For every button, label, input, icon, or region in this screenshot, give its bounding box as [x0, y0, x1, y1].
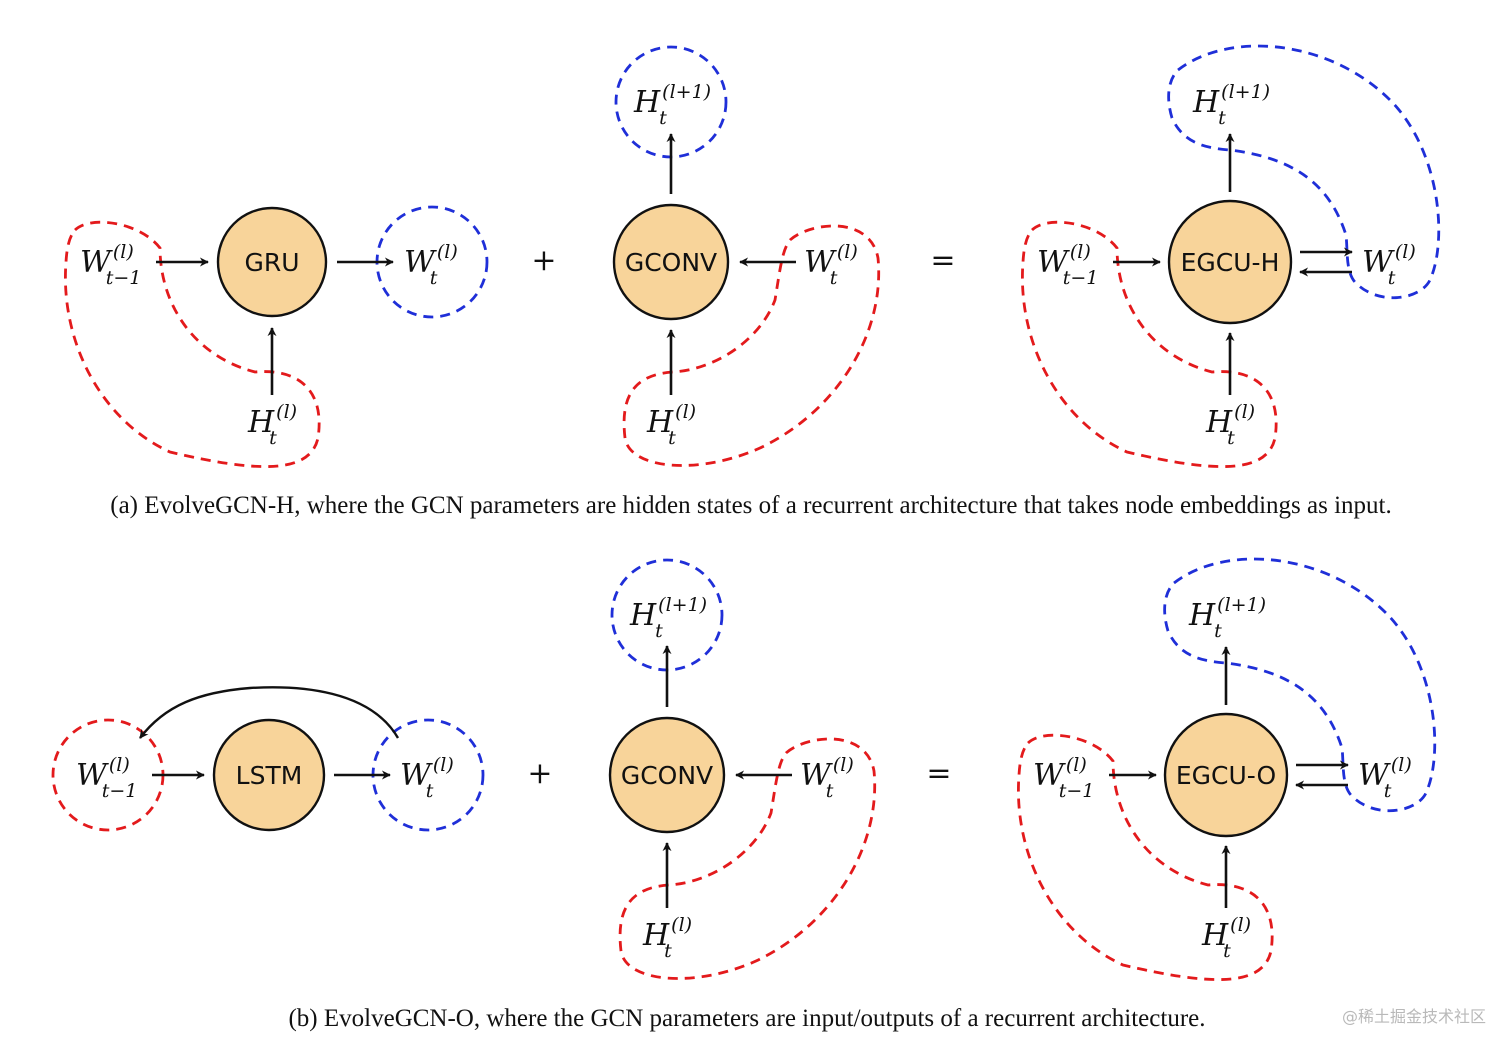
h-next-a2: H(l+1)t — [633, 81, 711, 129]
w-out-a1: W(l)t — [404, 241, 458, 289]
gconv-node-b-label: GCONV — [621, 761, 713, 790]
caption-a: (a) EvolveGCN-H, where the GCN parameter… — [110, 492, 1392, 519]
row-b-panel-gconv: GCONV H(l+1)t W(l)t H(l)t — [608, 558, 877, 980]
egcu-o-node — [1163, 712, 1289, 838]
h-in-b3: H(l)t — [1201, 914, 1251, 962]
egcu-o-node-label: EGCU-O — [1176, 761, 1276, 790]
h-in-b2: H(l)t — [642, 914, 692, 962]
input-region-b2 — [618, 737, 877, 980]
gconv-node-a-label: GCONV — [625, 248, 717, 277]
gconv-node-b — [608, 716, 726, 834]
h-next-b2: H(l+1)t — [629, 594, 707, 642]
h-in-a1: H(l)t — [247, 401, 297, 449]
equals-operator-a: = — [930, 243, 955, 278]
w-cur-a3: W(l)t — [1362, 241, 1416, 289]
caption-b: (b) EvolveGCN-O, where the GCN parameter… — [288, 1005, 1206, 1032]
gru-node-label: GRU — [244, 248, 299, 277]
gconv-node-a — [612, 203, 730, 321]
output-region-a3 — [1167, 44, 1441, 300]
w-cur-b3: W(l)t — [1358, 754, 1412, 802]
row-b-panel-lstm: LSTM W(l)t−1 W(l)t — [51, 686, 485, 832]
watermark: @稀土掘金技术社区 — [1341, 1007, 1486, 1026]
w-in-b2: W(l)t — [800, 754, 854, 802]
h-next-b3: H(l+1)t — [1188, 594, 1266, 642]
lstm-node-label: LSTM — [236, 761, 303, 790]
output-region-b3 — [1163, 557, 1437, 813]
plus-operator-b: + — [527, 756, 552, 791]
row-a-panel-gconv: GCONV H(l+1)t W(l)t H(l)t — [612, 45, 881, 467]
equals-operator-b: = — [926, 756, 951, 791]
input-region-a2 — [622, 224, 881, 467]
h-in-a2: H(l)t — [646, 401, 696, 449]
arrow-feedback-wout-to-wprev — [139, 686, 400, 739]
egcu-h-node — [1167, 199, 1293, 325]
lstm-node — [212, 718, 326, 832]
gru-node — [216, 206, 328, 318]
egcu-h-node-label: EGCU-H — [1181, 248, 1280, 277]
w-prev-b1: W(l)t−1 — [76, 754, 137, 802]
plus-operator-a: + — [531, 243, 556, 278]
row-a-panel-egcu-h: EGCU-H H(l+1)t W(l)t−1 W(l)t H(l)t — [1021, 44, 1441, 468]
w-prev-b3: W(l)t−1 — [1033, 754, 1094, 802]
row-a-panel-gru: GRU W(l)t−1 W(l)t H(l)t — [64, 205, 489, 468]
h-in-a3: H(l)t — [1205, 401, 1255, 449]
w-prev-a1: W(l)t−1 — [80, 241, 141, 289]
w-out-b1: W(l)t — [400, 754, 454, 802]
row-b-panel-egcu-o: EGCU-O H(l+1)t W(l)t−1 W(l)t H(l)t — [1017, 557, 1437, 981]
w-in-a2: W(l)t — [804, 241, 858, 289]
h-next-a3: H(l+1)t — [1192, 81, 1270, 129]
w-prev-a3: W(l)t−1 — [1037, 241, 1098, 289]
